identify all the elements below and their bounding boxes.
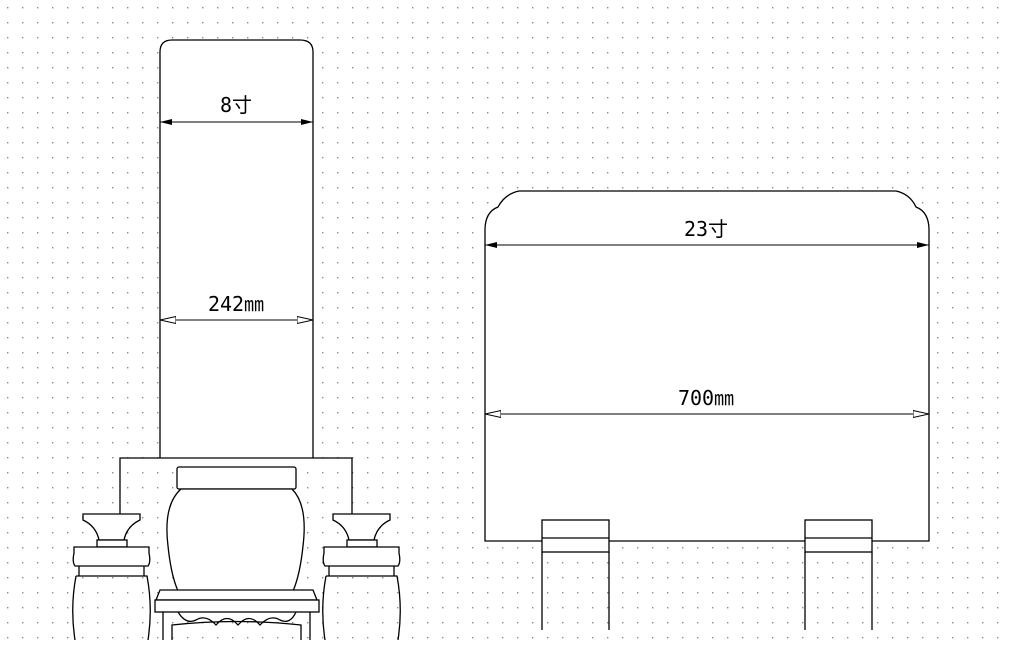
dimension-label-23sun: 23寸 — [684, 217, 728, 241]
wide-stone — [484, 190, 930, 542]
left-leg — [541, 519, 610, 630]
tall-stone — [159, 39, 314, 458]
right-monument: 23寸 700㎜ — [484, 190, 930, 630]
left-flower-vase — [72, 513, 151, 641]
base-block — [119, 457, 353, 520]
dimension-label-700mm: 700㎜ — [678, 386, 734, 410]
left-monument: 8寸 242㎜ — [72, 39, 401, 641]
right-leg — [804, 519, 873, 630]
dimension-label-8sun: 8寸 — [220, 93, 252, 117]
incense-burner — [154, 466, 320, 640]
dimension-label-242mm: 242㎜ — [208, 292, 264, 316]
right-flower-vase — [322, 513, 401, 641]
